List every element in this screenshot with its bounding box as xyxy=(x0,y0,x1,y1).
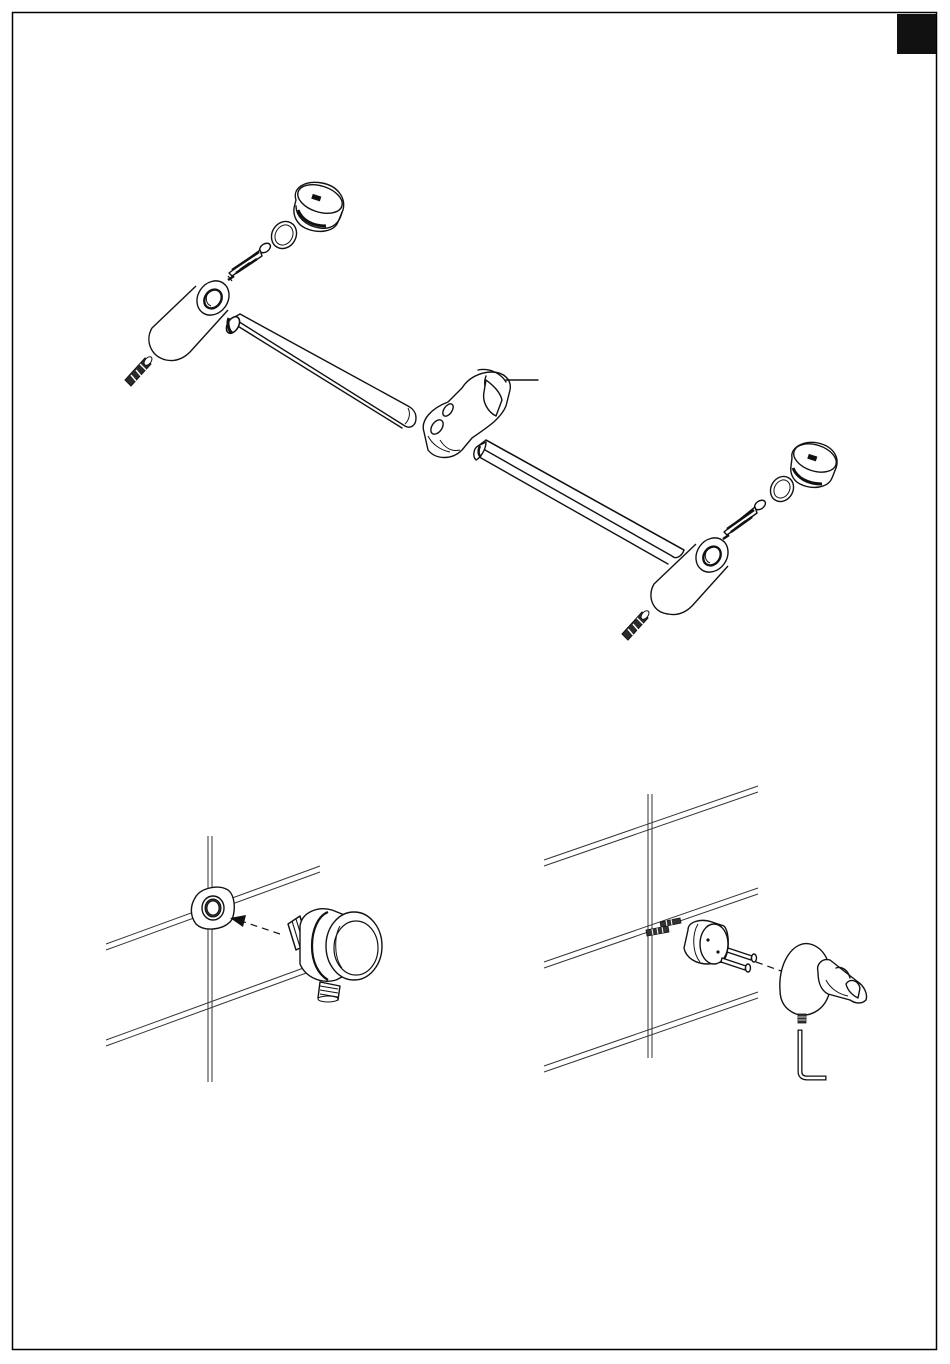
page-frame xyxy=(13,13,937,1350)
grub-screw xyxy=(798,1014,806,1023)
wall-flange xyxy=(191,887,234,929)
end-cap-left xyxy=(294,180,346,232)
rail-rod-upper xyxy=(224,314,416,428)
o-ring-left xyxy=(267,217,302,253)
bracket-holder xyxy=(780,944,867,1015)
end-cap-right xyxy=(790,439,840,488)
page-corner-marker xyxy=(897,14,936,54)
wall-bracket-figure xyxy=(544,786,867,1078)
rail-rod-lower xyxy=(474,440,684,564)
screw-long-right xyxy=(723,498,767,539)
tile-grid-left xyxy=(106,836,320,1082)
insert-arrow xyxy=(230,915,280,934)
bracket-screws xyxy=(721,948,784,972)
wall-outlet-elbow xyxy=(288,909,382,1002)
exploded-slide-bar-figure xyxy=(125,180,840,640)
wall-plug-left xyxy=(125,355,154,386)
wall-plug-right xyxy=(622,609,651,640)
wall-outlet-figure xyxy=(106,836,382,1082)
screw-long-left xyxy=(228,241,272,281)
allen-key xyxy=(800,1032,824,1078)
wall-socket-left xyxy=(149,275,236,361)
